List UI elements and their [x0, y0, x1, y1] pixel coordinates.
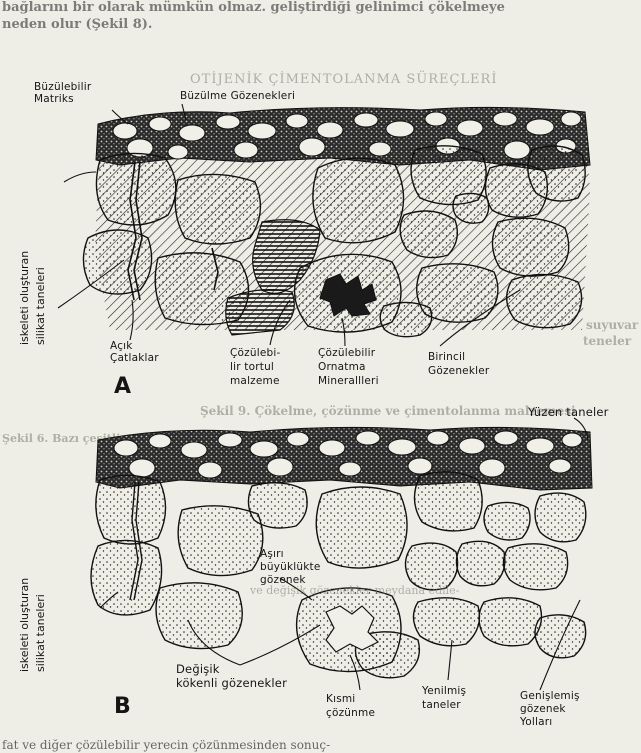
label-soluble-sediment: Çözülebi- lir tortul malzeme	[230, 346, 280, 388]
panel-a	[83, 107, 590, 336]
panel-b-letter: B	[114, 696, 131, 718]
label-open-cracks: Açık Çatlaklar	[110, 340, 159, 364]
label-shrinkage-pores: Büzülme Gözenekleri	[180, 90, 295, 102]
bleed-bottom-line1: ve değişik gözenekler meydana edile-	[250, 584, 459, 597]
bleed-bottom-line5: fat ve diğer çözülebilir yerecin çözünme…	[2, 738, 330, 752]
panel-a-letter: A	[114, 376, 131, 398]
label-enlarged-pore-paths: Genişlemiş gözenek Yolları	[520, 690, 580, 729]
label-various-origin-pores: Değişik kökenli gözenekler	[176, 662, 287, 690]
label-a-side-line2: silikat taneleri	[34, 267, 47, 345]
label-corroded-grains: Yenilmiş taneler	[422, 684, 466, 712]
label-b-side-line2: silikat taneleri	[34, 594, 47, 672]
label-a-side-line1: iskeleti oluşturan	[18, 251, 31, 345]
panel-b	[91, 427, 592, 677]
label-oversized-pore: Aşırı büyüklükte gözenek	[260, 548, 321, 587]
label-b-side-line1: iskeleti oluşturan	[18, 578, 31, 672]
label-primary-pores: Birincil Gözenekler	[428, 350, 489, 378]
label-shrinkable-matrix: Büzülebilir Matriks	[34, 81, 91, 105]
label-floating-grains: Yüzen taneler	[528, 406, 609, 418]
label-partial-dissolution: Kısmi çözünme	[326, 692, 375, 720]
label-replacement-minerals: Çözülebilir Ornatma Minerallleri	[318, 346, 379, 388]
